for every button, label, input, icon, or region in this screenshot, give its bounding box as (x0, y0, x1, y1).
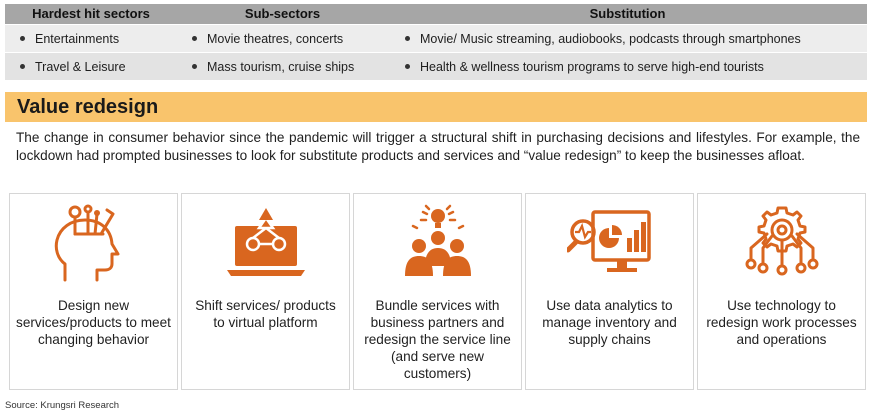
sub-sector-cell: Movie theatres, concerts (207, 32, 344, 46)
value-redesign-banner: Value redesign (5, 92, 867, 122)
card-technology: Use technology to redesign work processe… (697, 193, 866, 390)
bullet-icon (405, 64, 410, 70)
bullet-icon (405, 36, 410, 42)
card-bundle-services: Bundle services with business partners a… (353, 193, 522, 390)
card-label: Design new services/products to meet cha… (16, 298, 171, 347)
description-paragraph: The change in consumer behavior since th… (16, 130, 860, 163)
bullet-icon (192, 36, 197, 42)
card-label: Use technology to redesign work processe… (706, 298, 857, 347)
header-substitution: Substitution (589, 6, 666, 21)
card-virtual-platform: Shift services/ products to virtual plat… (181, 193, 350, 390)
strategy-cards: Design new services/products to meet cha… (9, 193, 866, 390)
table-row: Entertainments Movie theatres, concerts … (5, 24, 867, 52)
sector-table: Hardest hit sectors Sub-sectors Substitu… (5, 4, 867, 80)
table-header-row: Hardest hit sectors Sub-sectors Substitu… (5, 4, 867, 24)
source-note: Source: Krungsri Research (5, 400, 120, 411)
analytics-monitor-icon (566, 210, 651, 272)
sector-cell: Travel & Leisure (35, 60, 126, 74)
sector-cell: Entertainments (35, 32, 120, 46)
section-title: Value redesign (17, 96, 159, 118)
card-design-new-services: Design new services/products to meet cha… (9, 193, 178, 390)
gear-circuit-icon (745, 206, 818, 276)
bullet-icon (20, 36, 25, 42)
team-idea-icon (404, 204, 471, 276)
sub-sector-cell: Mass tourism, cruise ships (207, 60, 355, 74)
substitution-cell: Movie/ Music streaming, audiobooks, podc… (420, 32, 801, 46)
bullet-icon (192, 64, 197, 70)
card-label: Use data analytics to manage inventory a… (542, 298, 677, 347)
substitution-cell: Health & wellness tourism programs to se… (420, 60, 764, 74)
head-ideas-icon (54, 204, 119, 282)
table-row: Travel & Leisure Mass tourism, cruise sh… (5, 52, 867, 80)
bullet-icon (20, 64, 25, 70)
card-data-analytics: Use data analytics to manage inventory a… (525, 193, 694, 390)
card-label: Bundle services with business partners a… (364, 298, 511, 381)
laptop-network-icon (226, 208, 305, 276)
header-sub-sectors: Sub-sectors (244, 6, 321, 21)
header-hardest-hit: Hardest hit sectors (32, 6, 150, 21)
card-label: Shift services/ products to virtual plat… (195, 298, 336, 330)
